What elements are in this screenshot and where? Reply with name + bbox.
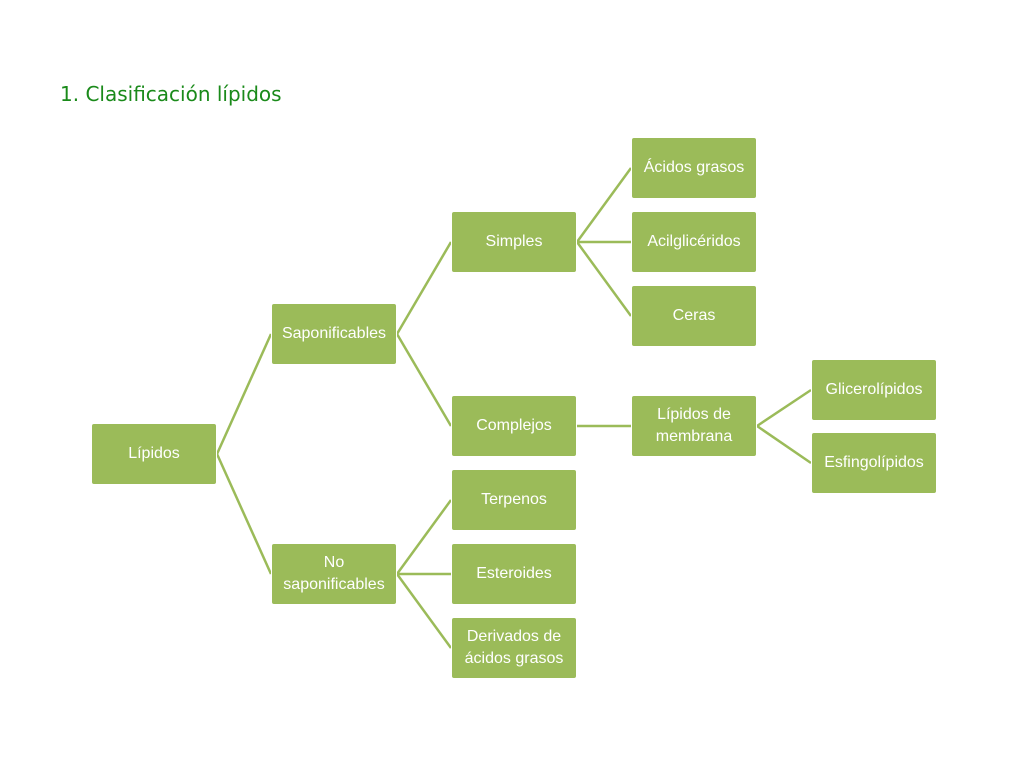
- link-lipidos-saponificables: [215, 333, 273, 455]
- link-nosap-terpenos: [395, 499, 453, 575]
- node-complejos-label: Complejos: [476, 417, 552, 434]
- node-terpenos-label: Terpenos: [481, 491, 547, 508]
- node-simples: Simples: [451, 211, 577, 273]
- link-membrana-glicerolipidos: [756, 388, 812, 428]
- node-glicerolipidos-label: Glicerolípidos: [825, 381, 923, 398]
- node-esteroides: Esteroides: [451, 543, 577, 605]
- link-nosap-derivados: [395, 573, 453, 649]
- node-simples-label: Simples: [485, 233, 543, 250]
- node-saponificables: Saponificables: [271, 303, 397, 365]
- page-title: 1. Clasificación lípidos: [60, 82, 282, 106]
- node-ceras-label: Ceras: [672, 307, 716, 324]
- node-acidos-grasos: Ácidos grasos: [631, 137, 757, 199]
- node-esteroides-label: Esteroides: [476, 565, 552, 582]
- link-lipidos-no-saponificables: [215, 453, 273, 575]
- node-acilgliceridos-label: Acilglicéridos: [647, 233, 741, 250]
- node-acilgliceridos: Acilglicéridos: [631, 211, 757, 273]
- node-esfingolipidos-label: Esfingolípidos: [824, 454, 924, 471]
- node-lipidos-membrana: Lípidos de membrana: [631, 395, 757, 457]
- link-saponificables-simples: [395, 241, 453, 335]
- node-derivados-acidos-grasos: Derivados de ácidos grasos: [451, 617, 577, 679]
- node-acidos-grasos-label: Ácidos grasos: [643, 159, 745, 176]
- node-complejos: Complejos: [451, 395, 577, 457]
- node-terpenos: Terpenos: [451, 469, 577, 531]
- link-simples-ceras: [575, 241, 633, 317]
- node-ceras: Ceras: [631, 285, 757, 347]
- link-simples-acidos: [575, 167, 633, 243]
- link-saponificables-complejos: [395, 333, 453, 427]
- node-no-saponificables: No saponificables: [271, 543, 397, 605]
- node-derivados-label: Derivados de ácidos grasos: [464, 628, 564, 667]
- node-glicerolipidos: Glicerolípidos: [811, 359, 937, 421]
- node-esfingolipidos: Esfingolípidos: [811, 432, 937, 494]
- node-no-saponificables-label: No saponificables: [283, 554, 385, 593]
- node-saponificables-label: Saponificables: [281, 325, 387, 342]
- node-lipidos: Lípidos: [91, 423, 217, 485]
- node-lipidos-label: Lípidos: [128, 445, 180, 462]
- node-lipidos-membrana-label: Lípidos de membrana: [655, 406, 733, 445]
- link-membrana-esfingolipidos: [756, 424, 812, 465]
